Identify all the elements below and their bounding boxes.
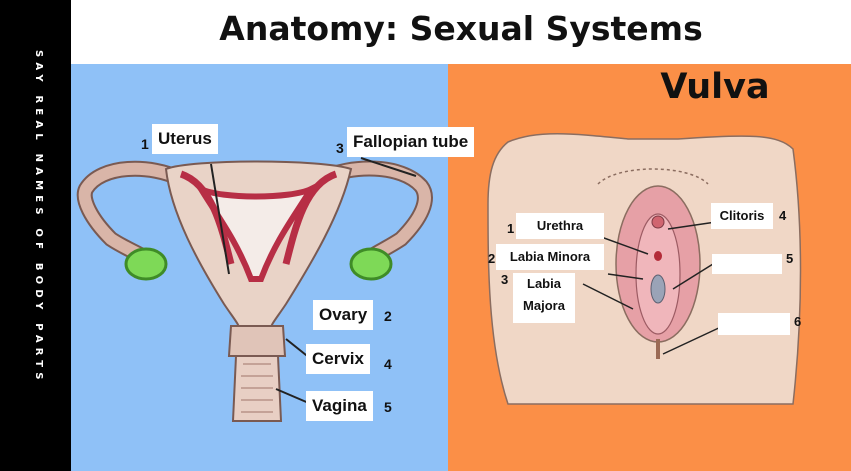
uterus-label: Uterus	[152, 124, 218, 154]
ovary-label: Ovary	[313, 300, 373, 330]
labia-majora-label: Labia Majora	[513, 273, 575, 323]
sidebar: SAY REAL NAMES OF BODY PARTS	[0, 0, 71, 471]
fallopian-tube-label: Fallopian tube	[347, 127, 474, 157]
blank-label-6	[718, 313, 790, 335]
cervix-label: Cervix	[306, 344, 370, 374]
vagina-number: 5	[384, 399, 392, 415]
blank-label-5-number: 5	[786, 251, 793, 266]
cervix-number: 4	[384, 356, 392, 372]
fallopian-tube-number: 3	[336, 140, 344, 156]
clitoris-number: 4	[779, 208, 786, 223]
page-title: Anatomy: Sexual Systems	[71, 0, 851, 64]
uterus-number: 1	[141, 136, 149, 152]
urethra-label: Urethra	[516, 213, 604, 239]
blank-label-6-number: 6	[794, 314, 801, 329]
blank-label-5	[712, 254, 782, 274]
labia-majora-line1: Labia	[513, 273, 575, 295]
labia-minora-label: Labia Minora	[496, 244, 604, 270]
labia-minora-number: 2	[488, 251, 495, 266]
vagina-label: Vagina	[306, 391, 373, 421]
sidebar-text: SAY REAL NAMES OF BODY PARTS	[22, 50, 44, 380]
labia-majora-line2: Majora	[513, 295, 575, 317]
clitoris-label: Clitoris	[711, 203, 773, 229]
urethra-number: 1	[507, 221, 514, 236]
labia-majora-number: 3	[501, 272, 508, 287]
ovary-number: 2	[384, 308, 392, 324]
